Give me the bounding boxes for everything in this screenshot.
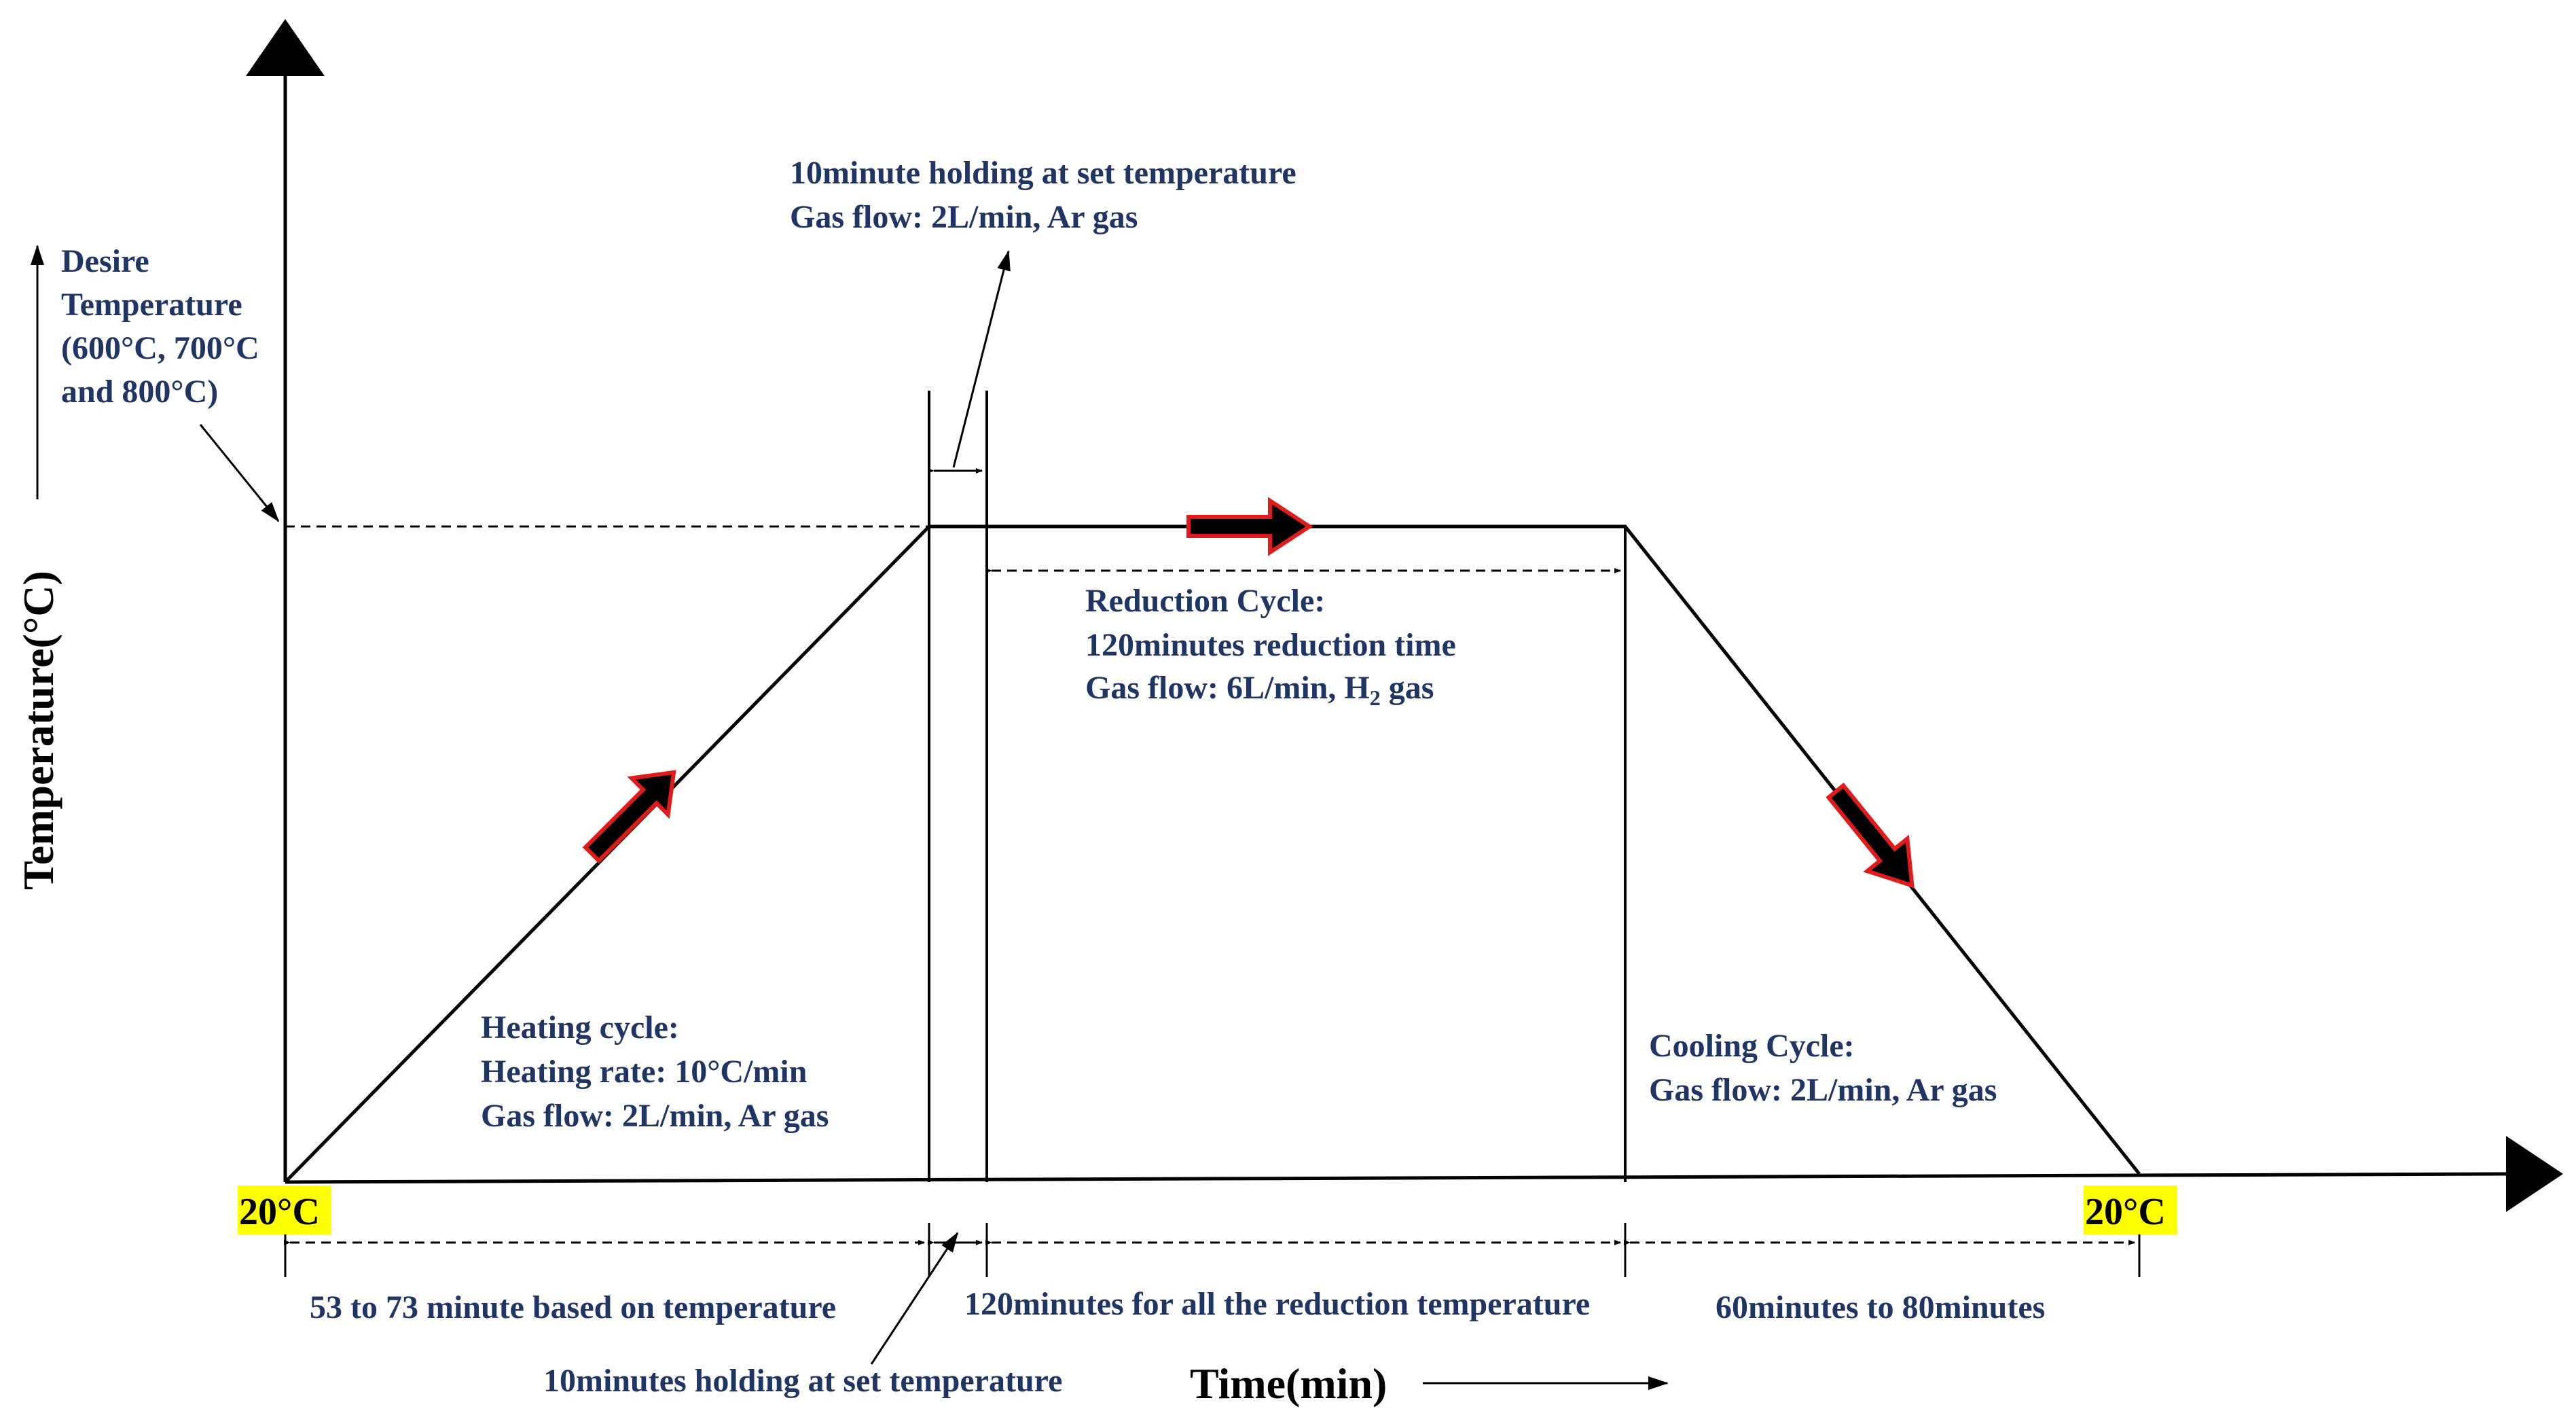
heating-direction-arrow-icon <box>582 770 676 864</box>
desire-temp-line2: Temperature <box>61 287 242 323</box>
reduction-line2: 120minutes reduction time <box>1085 627 1456 663</box>
start-temp-label: 20°C <box>239 1191 320 1233</box>
start-temp-highlight <box>238 1185 331 1234</box>
desire-temp-line4: and 800°C) <box>61 374 218 410</box>
x-axis-title: Time(min) <box>1190 1359 1387 1408</box>
desire-temperature-leader <box>199 424 280 522</box>
duration-ticks <box>284 1223 2141 1277</box>
heating-line2: Heating rate: 10°C/min <box>481 1054 807 1090</box>
desire-temp-line3: (600°C, 700°C <box>61 330 259 366</box>
x-axis <box>285 1172 2514 1184</box>
y-axis-title: Temperature(°C) <box>14 571 62 890</box>
cooling-direction-arrow-icon <box>1826 783 1915 889</box>
cooling-line2: Gas flow: 2L/min, Ar gas <box>1649 1072 1997 1108</box>
cooling-duration-label: 60minutes to 80minutes <box>1716 1289 2045 1325</box>
reduction-direction-arrow-icon <box>1186 497 1313 556</box>
end-temp-highlight <box>2084 1185 2177 1234</box>
heating-duration-label: 53 to 73 minute based on temperature <box>310 1289 836 1325</box>
cooling-line1: Cooling Cycle: <box>1649 1028 1855 1064</box>
x-axis-arrowhead <box>2506 1136 2563 1212</box>
heating-line1: Heating cycle: <box>481 1010 679 1046</box>
holding-duration-label: 10minutes holding at set temperature <box>543 1363 1062 1399</box>
reduction-duration-label: 120minutes for all the reduction tempera… <box>964 1286 1590 1322</box>
heating-line3: Gas flow: 2L/min, Ar gas <box>481 1098 829 1134</box>
holding-top-line2: Gas flow: 2L/min, Ar gas <box>790 199 1138 235</box>
reduction-line1: Reduction Cycle: <box>1085 583 1325 619</box>
desire-temp-line1: Desire <box>61 243 149 279</box>
y-axis-arrowhead <box>246 19 325 76</box>
holding-bottom-leader <box>870 1232 959 1365</box>
holding-top-leader <box>952 250 1011 468</box>
end-temp-label: 20°C <box>2085 1191 2166 1233</box>
holding-top-line1: 10minute holding at set temperature <box>790 155 1296 191</box>
reduction-line3: Gas flow: 6L/min, H2 gas <box>1085 670 1434 710</box>
